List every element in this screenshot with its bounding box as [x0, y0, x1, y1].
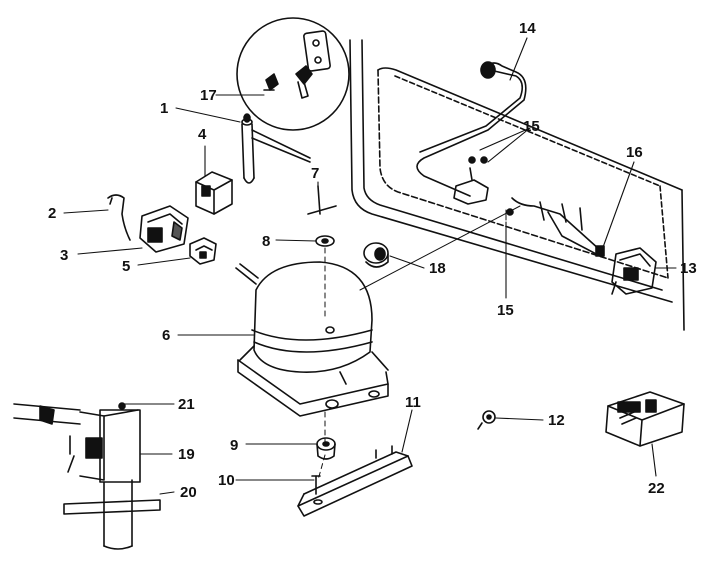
- screw-part-10: [311, 475, 321, 495]
- alignment-lines: [317, 205, 521, 481]
- callout-13: 13: [680, 260, 697, 277]
- callout-1: 1: [160, 100, 169, 117]
- wire-part-7: [307, 185, 337, 215]
- control-board-part-22: [605, 391, 685, 447]
- callout-17: 17: [200, 87, 217, 104]
- detail-circle: [236, 17, 350, 131]
- callout-6: 6: [162, 327, 171, 344]
- grommet-part-9: [316, 437, 336, 460]
- cabinet-outline: [349, 39, 685, 331]
- clip-part-12: [477, 410, 496, 430]
- callout-9: 9: [230, 437, 239, 454]
- callout-5: 5: [122, 258, 131, 275]
- callout-20: 20: [180, 484, 197, 501]
- valve-assembly-part-19: [13, 402, 161, 550]
- wire-clip-part-2: [107, 194, 131, 241]
- callout-2: 2: [48, 205, 57, 222]
- callout-8: 8: [262, 233, 271, 250]
- callout-15-upper: 15: [523, 118, 540, 135]
- wire-harness-part-14: [416, 61, 527, 205]
- callout-12: 12: [548, 412, 565, 429]
- wire-harness-part-16: [506, 197, 605, 257]
- leader-lines: [63, 37, 677, 495]
- callout-3: 3: [60, 247, 69, 264]
- callout-10: 10: [218, 472, 235, 489]
- grommet-part-18: [363, 242, 389, 268]
- clip-part-5: [189, 237, 217, 265]
- bracket-part-11: [297, 445, 413, 517]
- callout-21: 21: [178, 396, 195, 413]
- washer-part-8: [315, 235, 335, 247]
- callout-4: 4: [198, 126, 207, 143]
- callout-16: 16: [626, 144, 643, 161]
- valve-part-13: [611, 247, 657, 295]
- callout-14: 14: [519, 20, 536, 37]
- tube-part-1: [241, 113, 311, 184]
- callout-15-lower: 15: [497, 302, 514, 319]
- callout-7: 7: [311, 165, 320, 182]
- callout-11: 11: [405, 394, 421, 411]
- callout-22: 22: [648, 480, 665, 497]
- overload-part-3: [139, 205, 189, 253]
- callout-19: 19: [178, 446, 195, 463]
- callout-18: 18: [429, 260, 446, 277]
- compressor-part-6: [235, 261, 389, 417]
- relay-part-4: [195, 171, 233, 215]
